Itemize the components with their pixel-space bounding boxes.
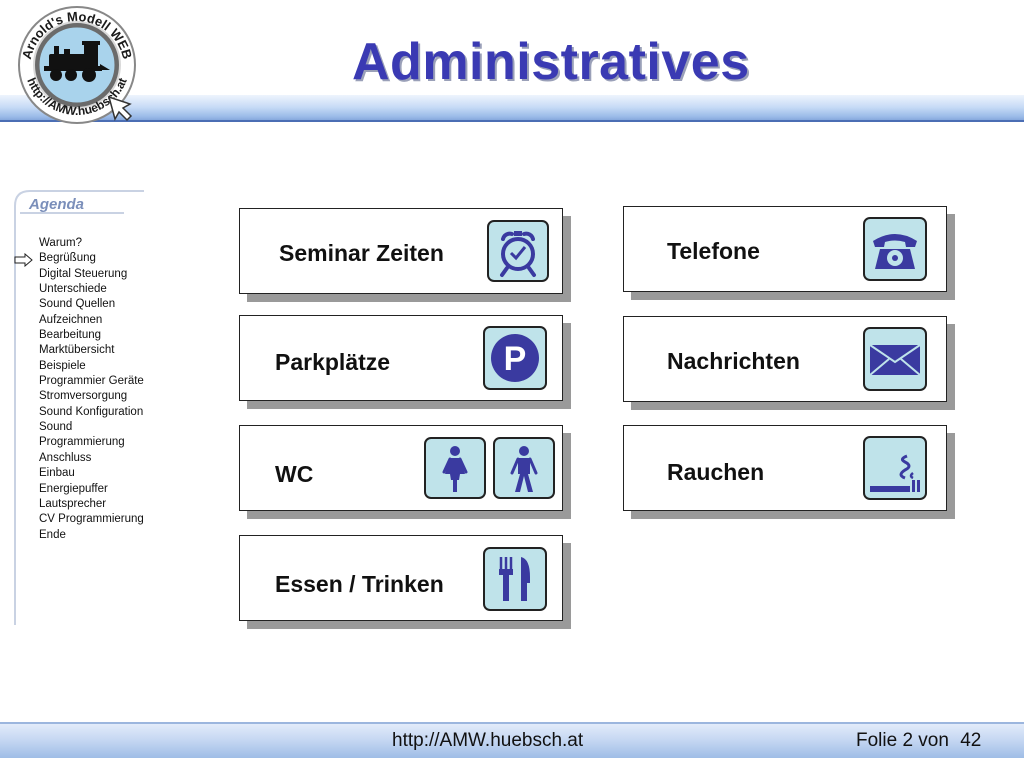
agenda-title: Agenda: [29, 196, 85, 213]
page-title: Administratives: [352, 33, 750, 91]
agenda-list: Warum? Begrüßung Digital Steuerung Unter…: [39, 236, 144, 543]
envelope-icon: [863, 327, 927, 391]
agenda-item[interactable]: Marktübersicht: [39, 344, 115, 357]
alarm-clock-icon: [487, 220, 549, 282]
agenda-item[interactable]: Begrüßung: [39, 252, 96, 265]
agenda-item[interactable]: Sound: [39, 421, 73, 434]
agenda-item[interactable]: Unterschiede: [39, 283, 107, 296]
footer-band: [0, 722, 1024, 758]
telephone-icon: [863, 217, 927, 281]
man-icon: [493, 437, 555, 499]
parking-icon: P: [483, 326, 547, 390]
agenda-item[interactable]: CV Programmierung: [39, 513, 144, 526]
agenda-item[interactable]: Sound Quellen: [39, 298, 116, 311]
agenda-item[interactable]: Bearbeitung: [39, 329, 102, 342]
cursor-icon: [107, 95, 133, 122]
agenda-item[interactable]: Einbau: [39, 467, 75, 480]
telephone-label: Telefone: [667, 238, 760, 264]
current-item-arrow-icon: [14, 253, 33, 267]
seminar-times-label: Seminar Zeiten: [279, 240, 444, 266]
slide-counter-total: 42: [960, 730, 982, 751]
agenda-item[interactable]: Programmierung: [39, 436, 125, 449]
agenda-item[interactable]: Programmier Geräte: [39, 375, 144, 388]
telephone-card[interactable]: Telefone: [623, 206, 955, 300]
wc-label: WC: [275, 461, 314, 487]
fork-knife-icon: [483, 547, 547, 611]
agenda-item[interactable]: Digital Steuerung: [39, 267, 128, 280]
food-drink-card[interactable]: Essen / Trinken: [239, 535, 571, 629]
agenda-frame: [14, 190, 144, 625]
parking-glyph: P: [504, 340, 527, 378]
agenda-item[interactable]: Lautsprecher: [39, 497, 107, 510]
smoking-label: Rauchen: [667, 459, 765, 485]
agenda-item[interactable]: Sound Konfiguration: [39, 405, 144, 418]
agenda-item[interactable]: Energiepuffer: [39, 482, 108, 495]
site-logo: Arnold's Modell WEB http://AMW.huebsch.a…: [18, 6, 136, 124]
agenda-item[interactable]: Warum?: [39, 237, 83, 249]
agenda-item[interactable]: Beispiele: [39, 359, 86, 372]
agenda-item[interactable]: Ende: [39, 528, 66, 541]
slide-counter-label: Folie 2 von: [856, 730, 949, 751]
parking-label: Parkplätze: [275, 349, 391, 375]
wc-card[interactable]: WC: [239, 425, 571, 519]
agenda-item[interactable]: Aufzeichnen: [39, 313, 103, 326]
smoking-card[interactable]: Rauchen: [623, 425, 955, 519]
agenda-item[interactable]: Stromversorgung: [39, 390, 128, 403]
slide-counter: Folie 2 von 42: [856, 730, 981, 752]
messages-card[interactable]: Nachrichten: [623, 316, 955, 410]
header-band: [0, 95, 1024, 122]
footer-url-link[interactable]: http://AMW.huebsch.at: [392, 730, 584, 751]
woman-icon: [424, 437, 486, 499]
steam-locomotive-icon: [44, 41, 110, 82]
seminar-times-card[interactable]: Seminar Zeiten: [239, 208, 571, 302]
food-drink-label: Essen / Trinken: [275, 571, 444, 597]
parking-card[interactable]: Parkplätze P: [239, 315, 571, 409]
agenda-item[interactable]: Anschluss: [39, 451, 92, 464]
messages-label: Nachrichten: [667, 348, 800, 374]
cigarette-icon: [863, 436, 927, 500]
